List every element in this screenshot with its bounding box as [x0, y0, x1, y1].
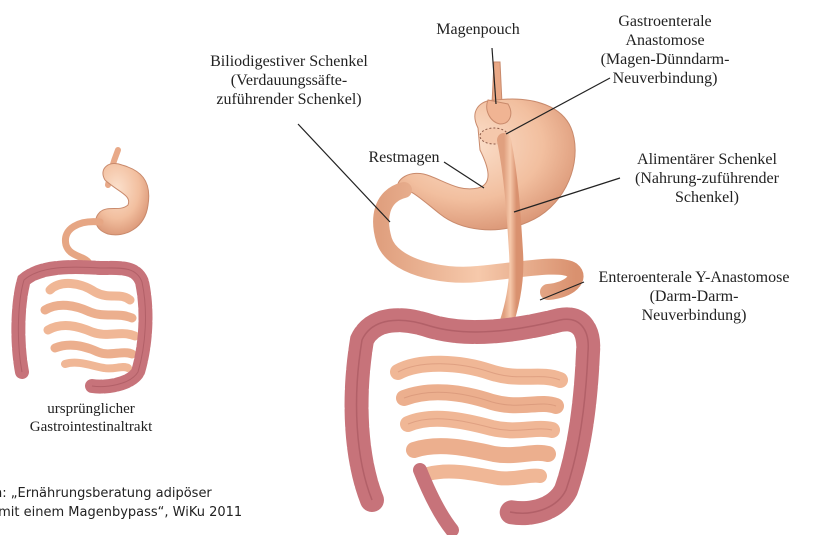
alimentary-limb — [504, 140, 516, 330]
label-restmagen: Restmagen — [356, 148, 452, 167]
left-small-intestine — [45, 283, 135, 368]
label-alimentaerer-schenkel: Alimentärer Schenkel (Nahrung-zuführende… — [612, 150, 802, 207]
gastric-bypass-illustration — [357, 62, 589, 530]
label-enteroenterale-y-anastomose: Enteroenterale Y-Anastomose (Darm-Darm- … — [584, 268, 804, 325]
source-citation: n: „Ernährungsberatung adipöser mit eine… — [0, 484, 242, 522]
left-duodenum — [65, 222, 100, 265]
label-magenpouch: Magenpouch — [420, 20, 536, 39]
leader-biliodigestiver — [298, 124, 390, 222]
label-gastroenterale-anastomose: Gastroenterale Anastomose (Magen-Dünndar… — [580, 12, 750, 88]
caption-original-gi-tract: ursprünglicher Gastrointestinaltrakt — [6, 400, 176, 436]
left-stomach — [96, 163, 149, 234]
small-intestine — [398, 364, 560, 479]
original-gi-tract-illustration — [18, 150, 148, 387]
label-biliodigestiver-schenkel: Biliodigestiver Schenkel (Verdauungssäft… — [180, 52, 398, 109]
